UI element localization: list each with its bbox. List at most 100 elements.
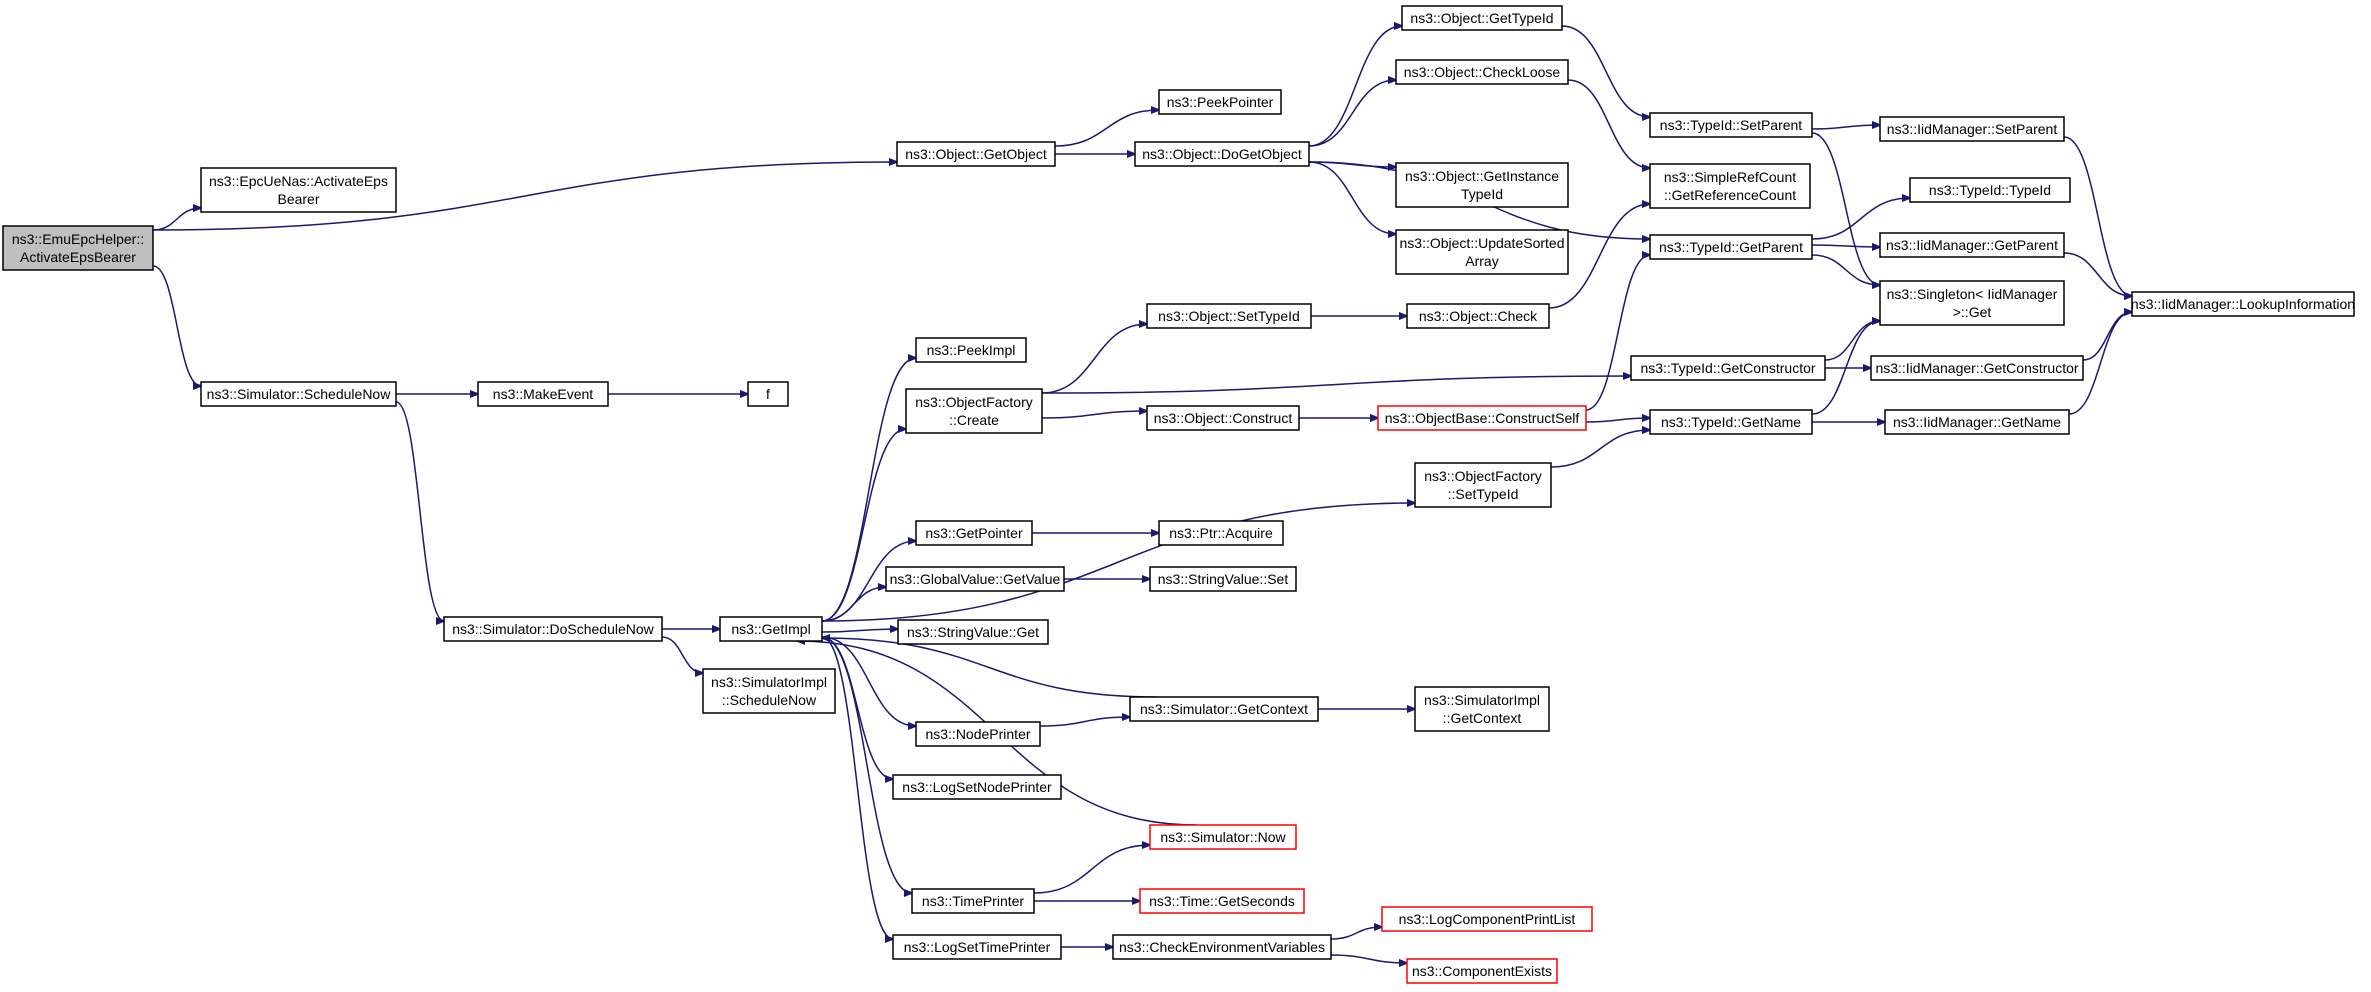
node-simImplSched[interactable]: ns3::SimulatorImpl::ScheduleNow <box>702 668 836 714</box>
node-makeEvent[interactable]: ns3::MakeEvent <box>477 381 609 407</box>
node-box[interactable] <box>200 381 397 407</box>
node-box[interactable] <box>1406 958 1558 984</box>
node-box[interactable] <box>915 520 1033 546</box>
node-tidSetParent[interactable]: ns3::TypeId::SetParent <box>1649 112 1813 138</box>
node-box[interactable] <box>1414 686 1550 732</box>
node-box[interactable] <box>885 566 1065 592</box>
node-box[interactable] <box>1879 232 2065 258</box>
node-compExists[interactable]: ns3::ComponentExists <box>1406 958 1558 984</box>
node-svGet[interactable]: ns3::StringValue::Get <box>897 619 1049 645</box>
node-logCompPrint[interactable]: ns3::LogComponentPrintList <box>1381 906 1593 932</box>
node-iidGetCtor[interactable]: ns3::IidManager::GetConstructor <box>1870 355 2084 381</box>
node-box[interactable] <box>1395 162 1569 208</box>
node-box[interactable] <box>702 668 836 714</box>
node-logSetTime[interactable]: ns3::LogSetTimePrinter <box>892 934 1062 960</box>
node-ptrAcquire[interactable]: ns3::Ptr::Acquire <box>1158 520 1284 546</box>
node-objBaseCS[interactable]: ns3::ObjectBase::ConstructSelf <box>1377 405 1587 431</box>
node-box[interactable] <box>1149 566 1297 592</box>
node-box[interactable] <box>915 337 1027 363</box>
node-iidSetParent[interactable]: ns3::IidManager::SetParent <box>1879 116 2065 142</box>
node-doGetObject[interactable]: ns3::Object::DoGetObject <box>1134 141 1310 167</box>
node-box[interactable] <box>1649 234 1813 260</box>
node-box[interactable] <box>1139 888 1305 914</box>
node-box[interactable] <box>1395 229 1569 275</box>
node-tidTypeId[interactable]: ns3::TypeId::TypeId <box>1909 177 2071 203</box>
node-box[interactable] <box>1158 520 1284 546</box>
node-root[interactable]: ns3::EmuEpcHelper::ActivateEpsBearer <box>2 225 154 271</box>
node-iidLookup[interactable]: ns3::IidManager::LookupInformation <box>2131 291 2355 317</box>
node-epcUeNas[interactable]: ns3::EpcUeNas::ActivateEpsBearer <box>200 167 397 213</box>
node-box[interactable] <box>905 388 1043 434</box>
node-box[interactable] <box>1146 303 1312 329</box>
node-box[interactable] <box>200 167 397 213</box>
node-box[interactable] <box>1129 696 1319 722</box>
node-simImplGetCtx[interactable]: ns3::SimulatorImpl::GetContext <box>1414 686 1550 732</box>
node-box[interactable] <box>477 381 609 407</box>
node-svSet[interactable]: ns3::StringValue::Set <box>1149 566 1297 592</box>
node-timePrinter[interactable]: ns3::TimePrinter <box>911 888 1035 914</box>
node-box[interactable] <box>892 934 1062 960</box>
node-peekPointer[interactable]: ns3::PeekPointer <box>1158 89 1282 115</box>
node-objConstruct[interactable]: ns3::Object::Construct <box>1146 405 1300 431</box>
node-schedNow[interactable]: ns3::Simulator::ScheduleNow <box>200 381 397 407</box>
node-singleton[interactable]: ns3::Singleton< IidManager>::Get <box>1879 280 2065 326</box>
node-box[interactable] <box>1158 89 1282 115</box>
node-srcGetRef[interactable]: ns3::SimpleRefCount::GetReferenceCount <box>1649 163 1811 209</box>
node-box[interactable] <box>911 888 1035 914</box>
node-box[interactable] <box>2 225 154 271</box>
node-box[interactable] <box>1146 405 1300 431</box>
node-box[interactable] <box>1406 303 1550 329</box>
node-iidGetName[interactable]: ns3::IidManager::GetName <box>1884 409 2070 435</box>
node-box[interactable] <box>1401 5 1563 31</box>
node-objCheck[interactable]: ns3::Object::Check <box>1406 303 1550 329</box>
node-logSetNode[interactable]: ns3::LogSetNodePrinter <box>892 774 1062 800</box>
node-box[interactable] <box>2131 291 2355 317</box>
node-box[interactable] <box>1870 355 2084 381</box>
node-checkEnv[interactable]: ns3::CheckEnvironmentVariables <box>1112 934 1332 960</box>
node-objFactSetTid[interactable]: ns3::ObjectFactory::SetTypeId <box>1414 462 1552 508</box>
node-box[interactable] <box>1377 405 1587 431</box>
node-box[interactable] <box>1879 280 2065 326</box>
node-simGetContext[interactable]: ns3::Simulator::GetContext <box>1129 696 1319 722</box>
node-box[interactable] <box>892 774 1062 800</box>
node-box[interactable] <box>1630 355 1826 381</box>
node-getImpl[interactable]: ns3::GetImpl <box>719 616 823 642</box>
node-tidGetParent[interactable]: ns3::TypeId::GetParent <box>1649 234 1813 260</box>
node-box[interactable] <box>1649 163 1811 209</box>
node-box[interactable] <box>915 721 1041 747</box>
node-box[interactable] <box>1909 177 2071 203</box>
node-box[interactable] <box>1884 409 2070 435</box>
node-box[interactable] <box>747 381 789 407</box>
node-iidGetParent[interactable]: ns3::IidManager::GetParent <box>1879 232 2065 258</box>
node-gvGetValue[interactable]: ns3::GlobalValue::GetValue <box>885 566 1065 592</box>
node-box[interactable] <box>1149 824 1297 850</box>
node-f[interactable]: f <box>747 381 789 407</box>
node-box[interactable] <box>1879 116 2065 142</box>
node-tidGetName[interactable]: ns3::TypeId::GetName <box>1649 409 1813 435</box>
node-box[interactable] <box>443 616 663 642</box>
node-simNow[interactable]: ns3::Simulator::Now <box>1149 824 1297 850</box>
node-getObject[interactable]: ns3::Object::GetObject <box>896 141 1056 167</box>
node-doSched[interactable]: ns3::Simulator::DoScheduleNow <box>443 616 663 642</box>
node-peekImpl[interactable]: ns3::PeekImpl <box>915 337 1027 363</box>
node-objGetTypeId[interactable]: ns3::Object::GetTypeId <box>1401 5 1563 31</box>
node-box[interactable] <box>1381 906 1593 932</box>
node-box[interactable] <box>1134 141 1310 167</box>
node-nodePrinter[interactable]: ns3::NodePrinter <box>915 721 1041 747</box>
node-checkLoose[interactable]: ns3::Object::CheckLoose <box>1395 59 1569 85</box>
node-box[interactable] <box>719 616 823 642</box>
node-timeGetSec[interactable]: ns3::Time::GetSeconds <box>1139 888 1305 914</box>
node-box[interactable] <box>1112 934 1332 960</box>
node-tidGetCtor[interactable]: ns3::TypeId::GetConstructor <box>1630 355 1826 381</box>
node-box[interactable] <box>1649 409 1813 435</box>
node-box[interactable] <box>897 619 1049 645</box>
node-box[interactable] <box>896 141 1056 167</box>
node-box[interactable] <box>1414 462 1552 508</box>
node-objSetTypeId[interactable]: ns3::Object::SetTypeId <box>1146 303 1312 329</box>
node-box[interactable] <box>1395 59 1569 85</box>
node-box[interactable] <box>1649 112 1813 138</box>
node-getPointer[interactable]: ns3::GetPointer <box>915 520 1033 546</box>
node-objFactCreate[interactable]: ns3::ObjectFactory::Create <box>905 388 1043 434</box>
